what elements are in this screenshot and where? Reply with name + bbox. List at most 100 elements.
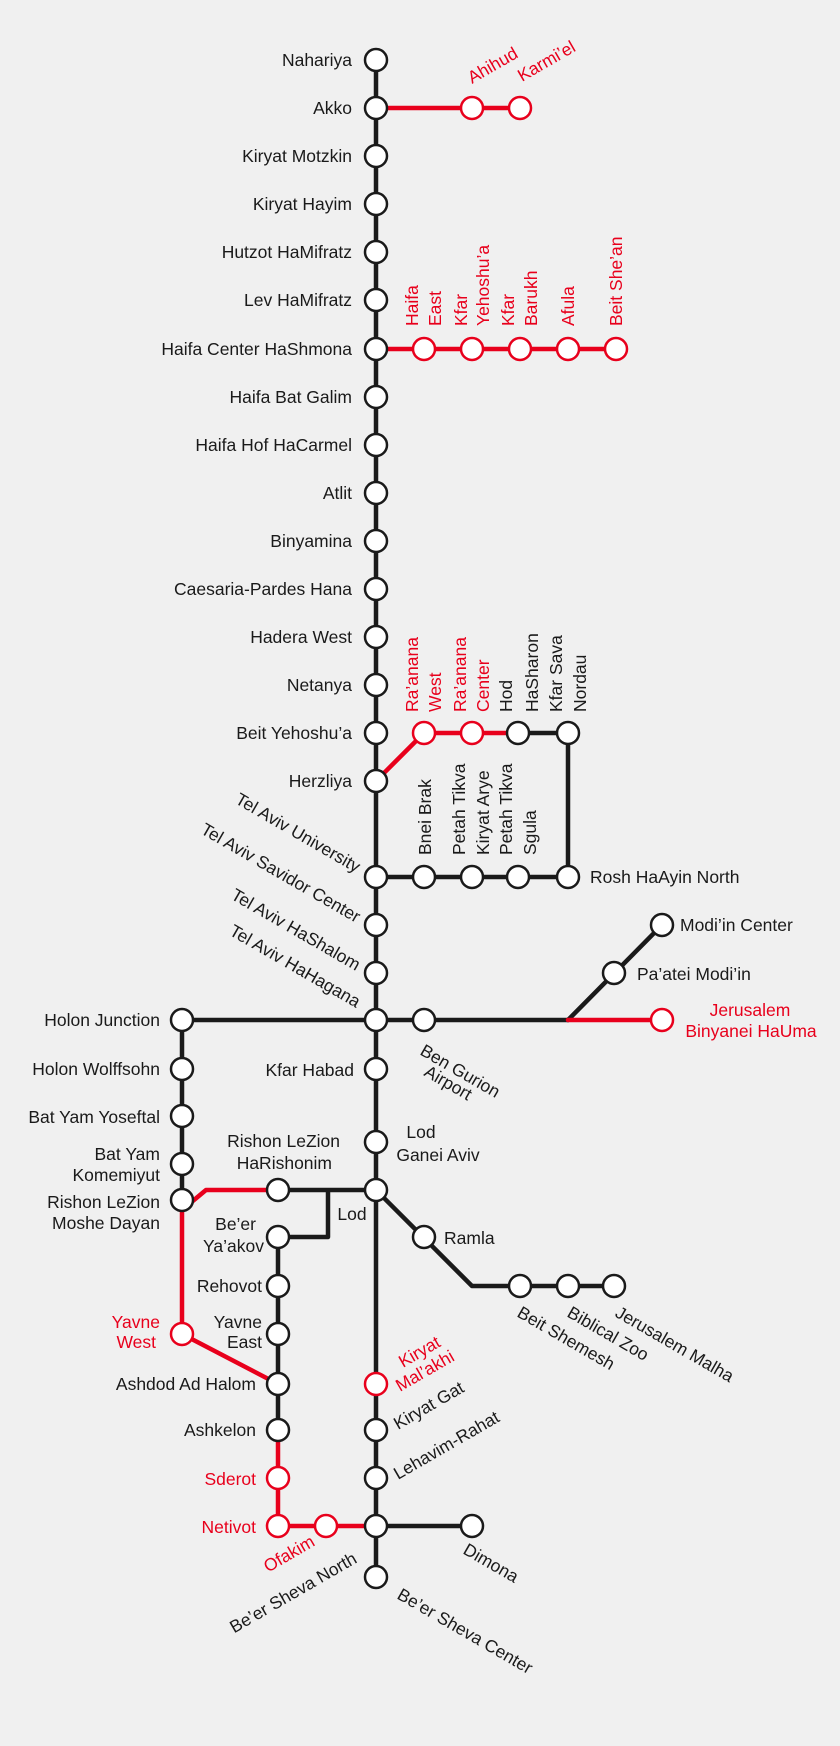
station-paatei-modiin[interactable]	[601, 960, 627, 986]
station-karmiel[interactable]	[507, 95, 533, 121]
label-akko: Akko	[313, 98, 352, 118]
label-haifa-east-2: East	[425, 291, 445, 326]
station-nahariya[interactable]	[363, 47, 389, 73]
station-lev-hamifratz[interactable]	[363, 287, 389, 313]
station-bnei-brak[interactable]	[411, 864, 437, 890]
label-raanana-center-2: Center	[473, 659, 493, 712]
station-lod[interactable]	[363, 1177, 389, 1203]
label-modiin-center: Modi’in Center	[680, 915, 793, 935]
station-hadera-west[interactable]	[363, 624, 389, 650]
station-ashkelon[interactable]	[265, 1417, 291, 1443]
station-hutzot-hamifratz[interactable]	[363, 239, 389, 265]
station-ofakim[interactable]	[313, 1513, 339, 1539]
station-kiryat-gat[interactable]	[363, 1417, 389, 1443]
station-rishon-harishonim[interactable]	[265, 1177, 291, 1203]
station-bat-yam-yoseftal[interactable]	[169, 1103, 195, 1129]
station-beer-sheva-north[interactable]	[363, 1513, 389, 1539]
station-petah-tikva-kiryat-arye[interactable]	[459, 864, 485, 890]
label-yavne-west-1: Yavne	[112, 1312, 160, 1332]
label-ramla: Ramla	[444, 1228, 495, 1248]
label-jerusalem-binyanei-2: Binyanei HaUma	[685, 1021, 817, 1041]
station-herzliya[interactable]	[363, 768, 389, 794]
station-sderot[interactable]	[265, 1465, 291, 1491]
station-ahihud[interactable]	[459, 95, 485, 121]
label-ashkelon: Ashkelon	[184, 1420, 256, 1440]
station-beit-shemesh[interactable]	[507, 1273, 533, 1299]
station-caesaria[interactable]	[363, 576, 389, 602]
station-beit-shean[interactable]	[603, 336, 629, 362]
label-sderot: Sderot	[204, 1469, 256, 1489]
label-herzliya: Herzliya	[289, 771, 352, 791]
station-modiin-center[interactable]	[649, 912, 675, 938]
station-holon-wolffsohn[interactable]	[169, 1056, 195, 1082]
station-kfar-barukh[interactable]	[507, 336, 533, 362]
station-lehavim[interactable]	[363, 1465, 389, 1491]
label-kfar-habad: Kfar Habad	[265, 1060, 354, 1080]
station-kfar-sava[interactable]	[555, 720, 581, 746]
station-haifa-center[interactable]	[363, 336, 389, 362]
label-netivot: Netivot	[202, 1517, 257, 1537]
station-rosh-haayin[interactable]	[555, 864, 581, 890]
station-ta-savidor[interactable]	[363, 912, 389, 938]
station-ta-hashalom[interactable]	[363, 960, 389, 986]
station-beer-sheva-center[interactable]	[363, 1564, 389, 1590]
label-kiryat-hayim: Kiryat Hayim	[253, 194, 352, 214]
label-rehovot: Rehovot	[197, 1276, 262, 1296]
label-kfar-sava-2: Nordau	[570, 655, 590, 712]
label-bat-yam-komemiyut-2: Komemiyut	[72, 1165, 160, 1185]
label-beer-yaakov-1: Be’er	[215, 1214, 256, 1234]
station-haifa-bat-galim[interactable]	[363, 384, 389, 410]
station-dimona[interactable]	[459, 1513, 485, 1539]
label-ashdod: Ashdod Ad Halom	[116, 1374, 256, 1394]
station-ta-university[interactable]	[363, 864, 389, 890]
station-ramla[interactable]	[411, 1224, 437, 1250]
station-yavne-east[interactable]	[265, 1321, 291, 1347]
station-raanana-center[interactable]	[459, 720, 485, 746]
station-netanya[interactable]	[363, 672, 389, 698]
station-beer-yaakov[interactable]	[265, 1224, 291, 1250]
label-lod: Lod	[337, 1204, 366, 1224]
station-binyamina[interactable]	[363, 528, 389, 554]
station-kiryat-motzkin[interactable]	[363, 143, 389, 169]
label-beit-shean: Beit She’an	[606, 236, 626, 326]
label-pt-sgula-1: Petah Tikva	[496, 763, 516, 855]
station-biblical-zoo[interactable]	[555, 1273, 581, 1299]
station-petah-tikva-sgula[interactable]	[505, 864, 531, 890]
label-rosh-haayin: Rosh HaAyin North	[590, 867, 739, 887]
station-raanana-west[interactable]	[411, 720, 437, 746]
station-akko[interactable]	[363, 95, 389, 121]
label-raanana-center-1: Ra’anana	[450, 637, 470, 712]
station-jerusalem-binyanei[interactable]	[649, 1007, 675, 1033]
station-rehovot[interactable]	[265, 1273, 291, 1299]
station-afula[interactable]	[555, 336, 581, 362]
station-kfar-habad[interactable]	[363, 1056, 389, 1082]
station-rishon-moshe-dayan[interactable]	[169, 1187, 195, 1213]
station-hod-hasharon[interactable]	[505, 720, 531, 746]
station-holon-junction[interactable]	[169, 1007, 195, 1033]
station-bat-yam-komemiyut[interactable]	[169, 1151, 195, 1177]
label-hod-hasharon-1: Hod	[496, 680, 516, 712]
station-ashdod[interactable]	[265, 1371, 291, 1397]
station-atlit[interactable]	[363, 480, 389, 506]
label-jerusalem-binyanei-1: Jerusalem	[710, 1000, 791, 1020]
station-netivot[interactable]	[265, 1513, 291, 1539]
station-kfar-yehoshua[interactable]	[459, 336, 485, 362]
station-jerusalem-malha[interactable]	[601, 1273, 627, 1299]
station-yavne-west[interactable]	[169, 1321, 195, 1347]
station-haifa-hof-hacarmel[interactable]	[363, 432, 389, 458]
label-haifa-east-1: Haifa	[402, 285, 422, 326]
label-beer-yaakov-2: Ya’akov	[203, 1236, 264, 1256]
label-binyamina: Binyamina	[270, 531, 352, 551]
label-nahariya: Nahariya	[282, 50, 352, 70]
station-beit-yehoshua[interactable]	[363, 720, 389, 746]
station-kiryat-hayim[interactable]	[363, 191, 389, 217]
station-ta-hahagana[interactable]	[363, 1007, 389, 1033]
label-haifa-center: Haifa Center HaShmona	[161, 339, 352, 359]
station-kiryat-malakhi[interactable]	[363, 1371, 389, 1397]
station-haifa-east[interactable]	[411, 336, 437, 362]
label-rishon-harishonim-1: Rishon LeZion	[227, 1131, 340, 1151]
station-lod-ganei-aviv[interactable]	[363, 1129, 389, 1155]
planned-stations	[169, 95, 675, 1539]
label-pt-kiryat-arye-1: Petah Tikva	[449, 763, 469, 855]
station-ben-gurion[interactable]	[411, 1007, 437, 1033]
